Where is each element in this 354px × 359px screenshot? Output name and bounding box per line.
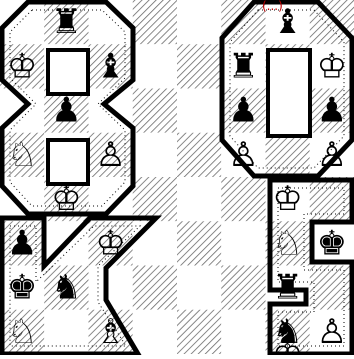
white-king-b-piece[interactable]: ♔: [51, 179, 81, 219]
white-king-c-piece[interactable]: ♔: [95, 223, 125, 263]
board-square: [221, 177, 265, 221]
black-knight-a-piece[interactable]: ♞: [51, 268, 81, 308]
white-bishop-a-piece[interactable]: ♗: [95, 312, 125, 352]
white-pawn-c-piece[interactable]: ♙: [317, 135, 347, 175]
board-square: [310, 177, 354, 221]
white-king-e-piece[interactable]: ♔: [272, 179, 302, 219]
black-king-b-piece[interactable]: ♚: [317, 223, 347, 263]
board-square: [221, 310, 265, 354]
white-king-a-piece[interactable]: ♔: [7, 46, 37, 86]
board-square: [133, 0, 177, 44]
board-square: [133, 266, 177, 310]
board-square: [133, 44, 177, 88]
board-square: [44, 310, 88, 354]
white-pawn-a-piece[interactable]: ♙: [95, 135, 125, 175]
empty-square-right: [268, 50, 310, 136]
board-square: [133, 89, 177, 133]
black-king-a-piece[interactable]: ♚: [7, 268, 37, 308]
board-square: [310, 266, 354, 310]
white-knight-c-piece[interactable]: ♘: [272, 223, 302, 263]
board-square: [177, 133, 221, 177]
board-square: [177, 310, 221, 354]
board-square: [177, 0, 221, 44]
board-square: [310, 0, 354, 44]
board-square: [221, 0, 265, 44]
board-square: [133, 133, 177, 177]
board-square: [133, 221, 177, 265]
white-knight-a-piece[interactable]: ♘: [7, 135, 37, 175]
board-square: [133, 310, 177, 354]
board-square: [177, 266, 221, 310]
board-square: [221, 266, 265, 310]
empty-square-top: [48, 50, 88, 94]
board-square: [177, 89, 221, 133]
empty-square-bottom: [48, 140, 88, 184]
white-pawn-d-piece[interactable]: ♙: [317, 312, 347, 352]
board-square: [177, 221, 221, 265]
black-pawn-c-piece[interactable]: ♟: [228, 91, 258, 131]
white-pawn-b-piece[interactable]: ♙: [228, 135, 258, 175]
black-rook-b-piece[interactable]: ♜: [228, 46, 258, 86]
board-square: [177, 44, 221, 88]
black-rook-a-piece[interactable]: ♜: [51, 2, 81, 42]
black-pawn-b-piece[interactable]: ♟: [7, 223, 37, 263]
white-king-f-piece[interactable]: ♔: [272, 334, 302, 355]
board-square: [177, 177, 221, 221]
board-square: [133, 177, 177, 221]
white-knight-b-piece[interactable]: ♘: [7, 312, 37, 352]
black-pawn-d-piece[interactable]: ♟: [317, 91, 347, 131]
white-king-d-piece[interactable]: ♔: [317, 46, 347, 86]
diagram-caption: (...): [262, 0, 283, 13]
board-square: [221, 221, 265, 265]
board-square: [266, 133, 310, 177]
black-pawn-a-piece[interactable]: ♟: [51, 91, 81, 131]
black-rook-c-piece[interactable]: ♜: [272, 268, 302, 308]
black-bishop-a-piece[interactable]: ♝: [95, 46, 125, 86]
